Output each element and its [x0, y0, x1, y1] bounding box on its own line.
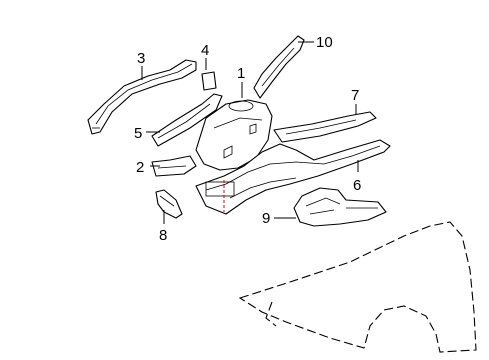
callout-5: 5 [134, 125, 142, 142]
callout-6: 6 [353, 177, 361, 194]
callout-1: 1 [237, 65, 245, 82]
callout-4: 4 [201, 42, 209, 59]
part-5-inner-rail[interactable] [151, 93, 223, 147]
callout-8: 8 [159, 227, 167, 244]
callout-2: 2 [136, 159, 144, 176]
callout-9: 9 [262, 210, 270, 227]
part-6-frame-rail[interactable] [195, 139, 391, 215]
part-1-wheelhouse[interactable] [195, 99, 273, 171]
callout-7: 7 [351, 87, 359, 104]
part-9-lower-apron[interactable] [293, 187, 387, 227]
part-4-bracket[interactable] [201, 71, 217, 91]
part-7-rail-extension[interactable] [273, 111, 377, 143]
part-8-mount-bracket[interactable] [155, 189, 183, 219]
part-3-upper-rail[interactable] [87, 59, 197, 135]
fender-outline [238, 221, 477, 353]
part-10-strut-bracket[interactable] [253, 35, 305, 99]
callout-3: 3 [137, 50, 145, 67]
part-2-lower-bracket[interactable] [151, 155, 197, 177]
callout-10: 10 [316, 34, 333, 51]
